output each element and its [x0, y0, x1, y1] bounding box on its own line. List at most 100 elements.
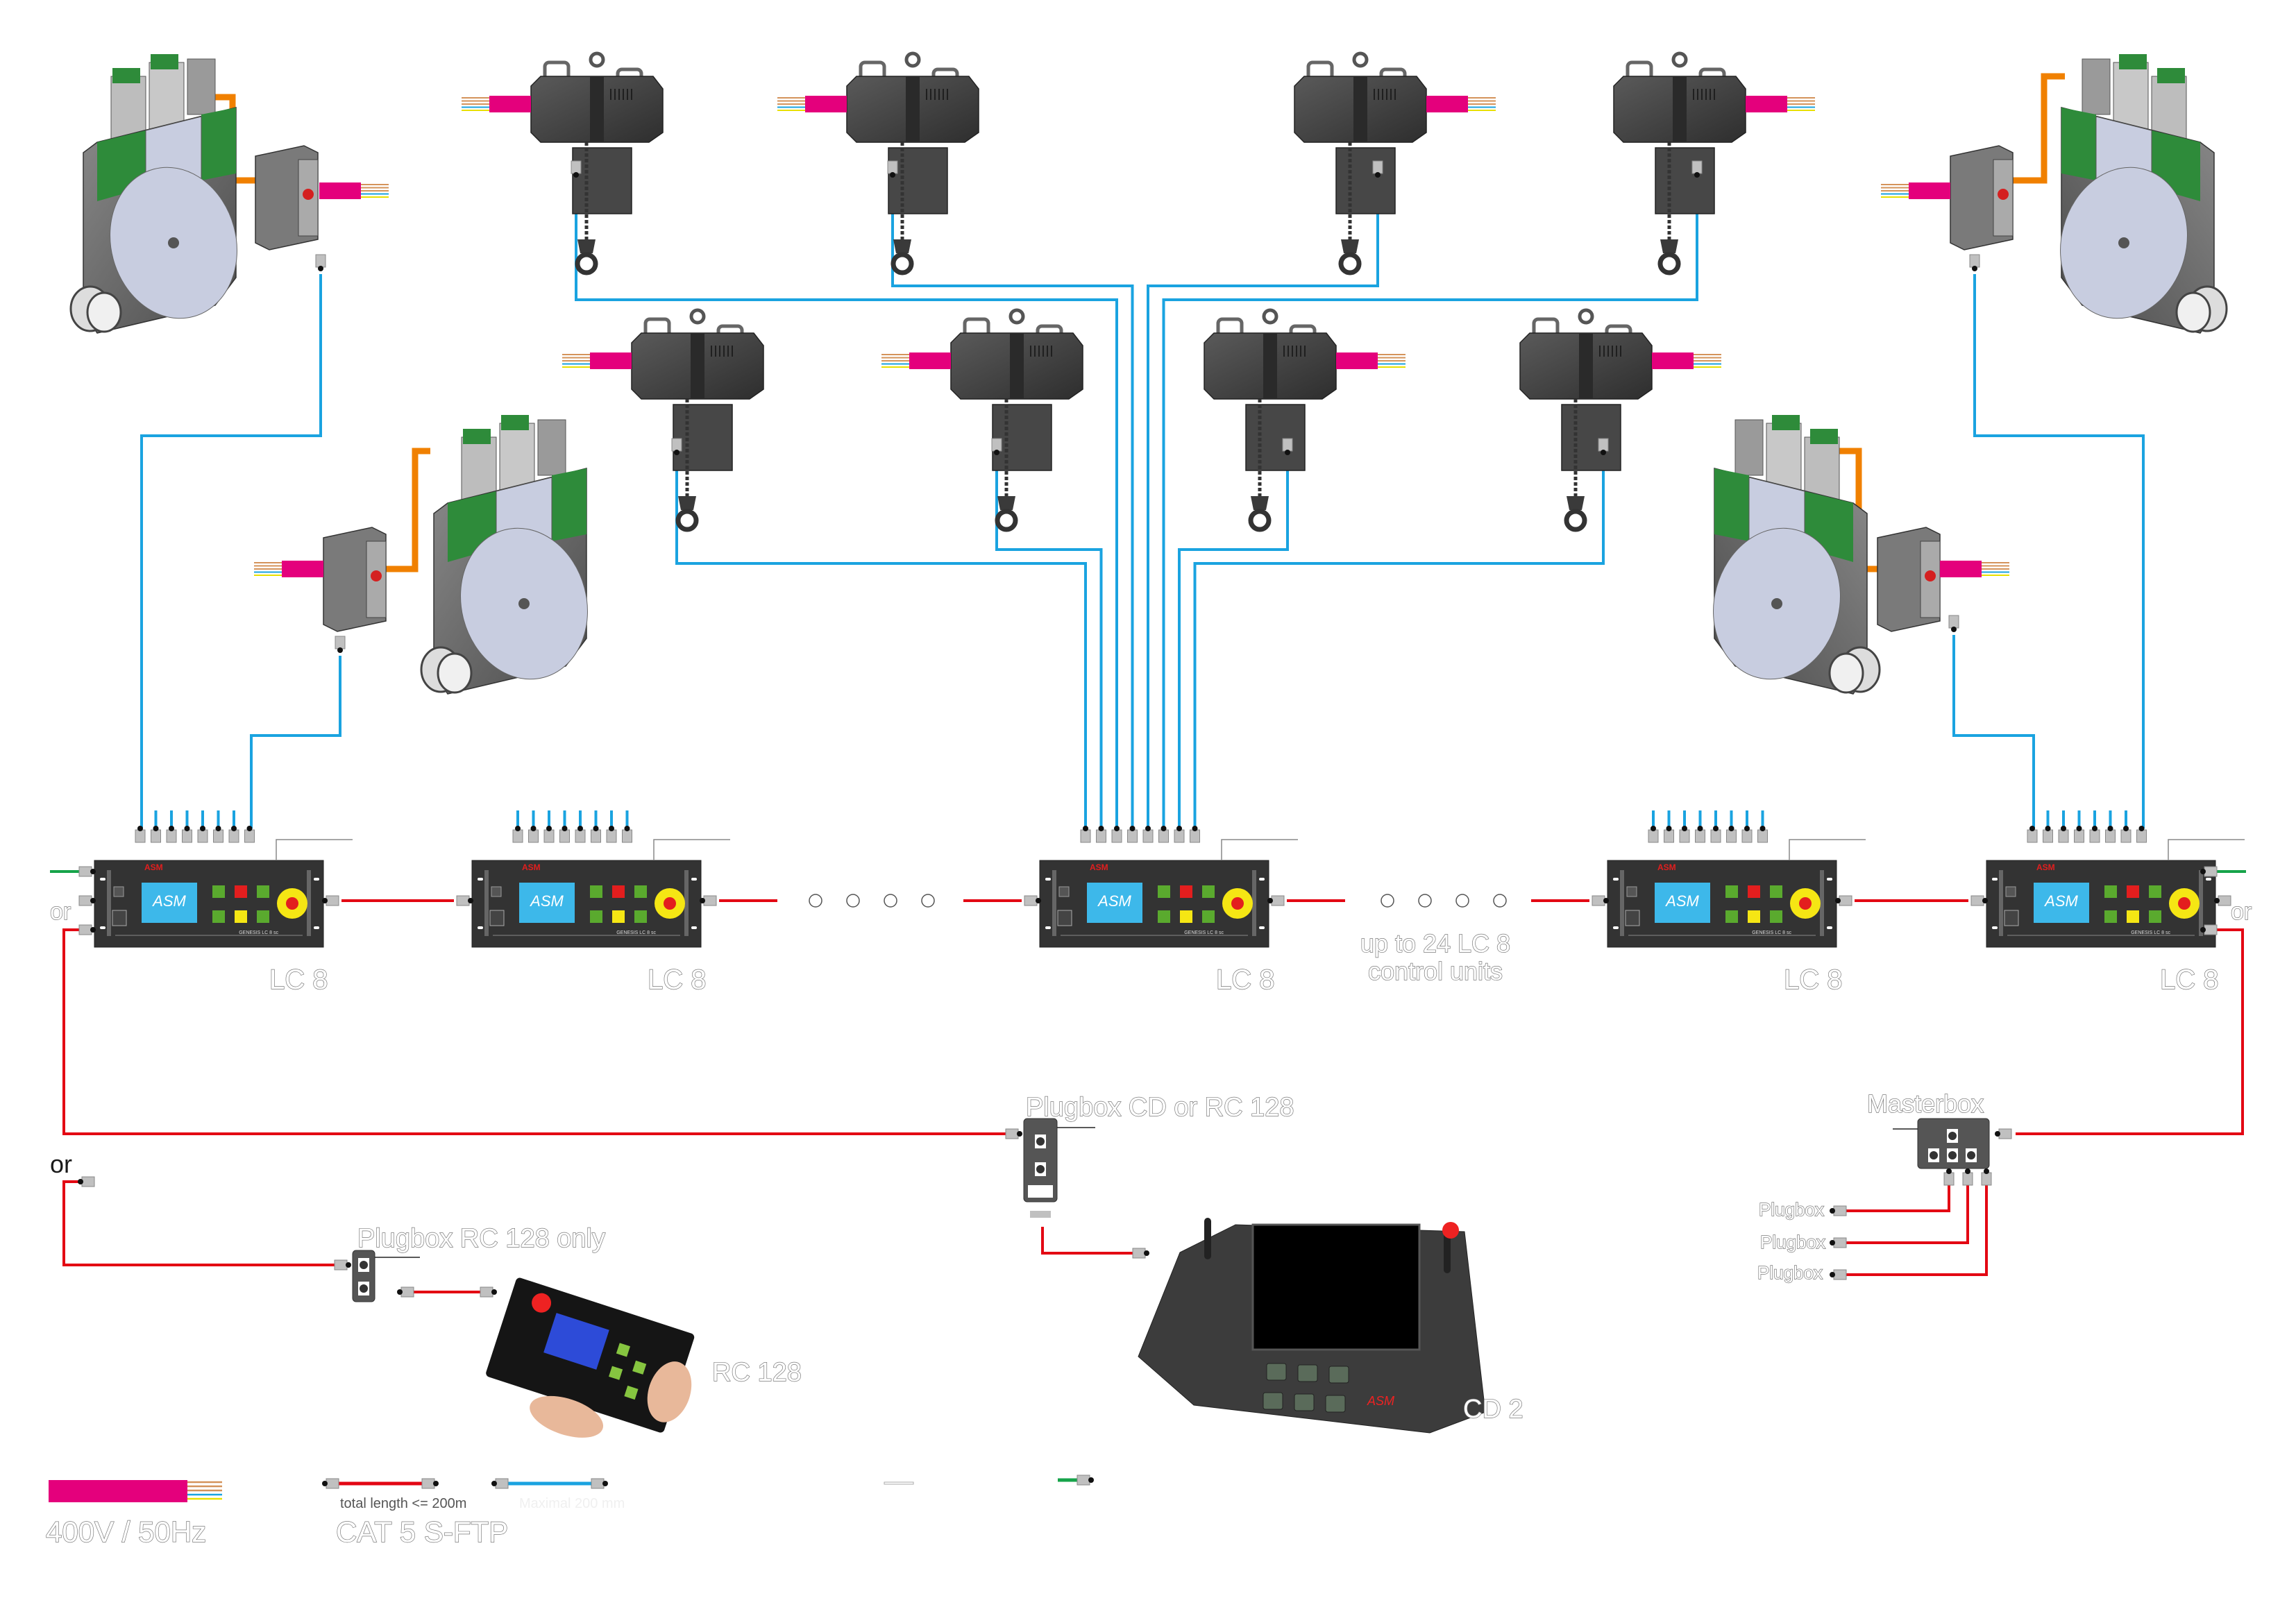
chain-hoist	[950, 308, 1083, 532]
lc8-function-button[interactable]	[2127, 885, 2139, 898]
lc8-emergency-stop-button[interactable]	[286, 897, 298, 910]
lc8-function-button[interactable]	[634, 885, 647, 898]
lc8-remote-socket[interactable]	[489, 910, 505, 926]
lc8-remote-socket[interactable]	[1057, 910, 1072, 926]
omitted-unit-dot	[1455, 894, 1469, 908]
cd2-function-button[interactable]	[1263, 1392, 1283, 1410]
connector-tip	[2138, 826, 2145, 831]
lc8-motor-port-connector	[197, 826, 208, 843]
hoist-hook	[890, 252, 914, 275]
cd2-joystick[interactable]	[1444, 1232, 1451, 1273]
cd2-function-button[interactable]	[1325, 1395, 1346, 1413]
connector-body	[1970, 895, 1984, 906]
connector-body	[1158, 829, 1169, 843]
rc128-emergency-stop[interactable]	[529, 1291, 553, 1315]
hoist-hook-block	[1660, 239, 1678, 253]
rj45-port[interactable]	[360, 1284, 368, 1293]
lc8-function-button[interactable]	[1180, 885, 1192, 898]
rj45-port[interactable]	[360, 1261, 368, 1269]
lc8-function-button[interactable]	[212, 910, 225, 923]
lc8-function-button[interactable]	[590, 885, 602, 898]
lc8-function-button[interactable]	[235, 885, 247, 898]
lc8-function-button[interactable]	[1770, 910, 1782, 923]
cd2-function-button[interactable]	[1328, 1366, 1349, 1384]
lc8-emergency-stop-button[interactable]	[664, 897, 676, 910]
hoist-hook-block	[1341, 239, 1359, 253]
cd2-function-button[interactable]	[1294, 1393, 1315, 1411]
hoist-power-lead	[1426, 96, 1496, 112]
cd2-joystick[interactable]	[1204, 1218, 1211, 1259]
lc8-function-button[interactable]	[2104, 885, 2117, 898]
rj45-port[interactable]	[1948, 1132, 1957, 1140]
lc8-emergency-stop-button[interactable]	[1799, 897, 1812, 910]
lc8-function-button[interactable]	[2149, 910, 2161, 923]
lc8-function-button[interactable]	[235, 910, 247, 923]
lc8-function-button[interactable]	[1202, 885, 1215, 898]
cd2-function-button[interactable]	[1266, 1363, 1287, 1381]
lc8-bus-connector	[322, 895, 339, 906]
lc8-function-button[interactable]	[1725, 910, 1738, 923]
lc8-release-key[interactable]	[2005, 886, 2016, 897]
lc8-release-key[interactable]	[113, 886, 124, 897]
lc8-function-button[interactable]	[634, 910, 647, 923]
lc8-rack-hole	[1827, 926, 1832, 929]
lc8-motor-port-connector	[2058, 826, 2069, 843]
cd2-emergency-stop[interactable]	[1442, 1222, 1459, 1239]
lc8-function-button[interactable]	[1748, 885, 1760, 898]
lc8-function-button[interactable]	[257, 885, 269, 898]
connector-body	[887, 160, 898, 174]
lc8-emergency-stop-button[interactable]	[2178, 897, 2191, 910]
rj45-port[interactable]	[1967, 1151, 1975, 1159]
lc8-function-button[interactable]	[2127, 910, 2139, 923]
winch-drum-hub	[168, 237, 179, 248]
rj45-port[interactable]	[1930, 1151, 1938, 1159]
connector-body	[78, 924, 92, 935]
rj45-port[interactable]	[1948, 1151, 1957, 1159]
cd2-function-button[interactable]	[1297, 1364, 1318, 1382]
lc8-callout-line	[276, 839, 353, 860]
connector-body	[1695, 829, 1705, 843]
lc8-function-button[interactable]	[590, 910, 602, 923]
lc8-function-button[interactable]	[1725, 885, 1738, 898]
lc8-function-button[interactable]	[257, 910, 269, 923]
lc8-function-button[interactable]	[2104, 910, 2117, 923]
lc8-function-button[interactable]	[212, 885, 225, 898]
winch-motor	[110, 76, 146, 139]
rc128-button[interactable]	[609, 1366, 623, 1380]
connector-body	[1691, 160, 1703, 174]
lc8-emergency-stop-button[interactable]	[1231, 897, 1244, 910]
connector-tip	[1694, 172, 1700, 178]
lc8-remote-socket[interactable]	[1625, 910, 1640, 926]
rc128-button[interactable]	[616, 1343, 630, 1357]
lc8-function-button[interactable]	[1202, 910, 1215, 923]
rc128-button[interactable]	[632, 1360, 647, 1375]
lc8-function-button[interactable]	[1748, 910, 1760, 923]
lc8-function-button[interactable]	[612, 885, 625, 898]
rj45-port[interactable]	[1036, 1165, 1045, 1173]
lc8-function-button[interactable]	[1180, 910, 1192, 923]
lc8-release-key[interactable]	[1058, 886, 1070, 897]
lc8-function-button[interactable]	[1158, 885, 1170, 898]
connector-body	[315, 254, 326, 268]
connector-tip	[1601, 450, 1606, 455]
rj45-port[interactable]	[1036, 1137, 1045, 1146]
lc8-rack-ear	[1620, 870, 1624, 936]
chain-hoist	[530, 51, 664, 275]
lc8-function-button[interactable]	[1158, 910, 1170, 923]
lc8-function-button[interactable]	[2149, 885, 2161, 898]
lc8-release-key[interactable]	[491, 886, 502, 897]
lc8-remote-socket[interactable]	[112, 910, 127, 926]
lc8-motor-port-connector	[1648, 826, 1659, 843]
lc8-remote-socket[interactable]	[2004, 910, 2019, 926]
rc128-button[interactable]	[624, 1385, 639, 1400]
lc8-rack-hole	[1045, 878, 1051, 881]
lc8-release-key[interactable]	[1626, 886, 1637, 897]
lc8-motor-port-connector	[135, 826, 146, 843]
lc8-function-button[interactable]	[1770, 885, 1782, 898]
lc8-function-button[interactable]	[612, 910, 625, 923]
